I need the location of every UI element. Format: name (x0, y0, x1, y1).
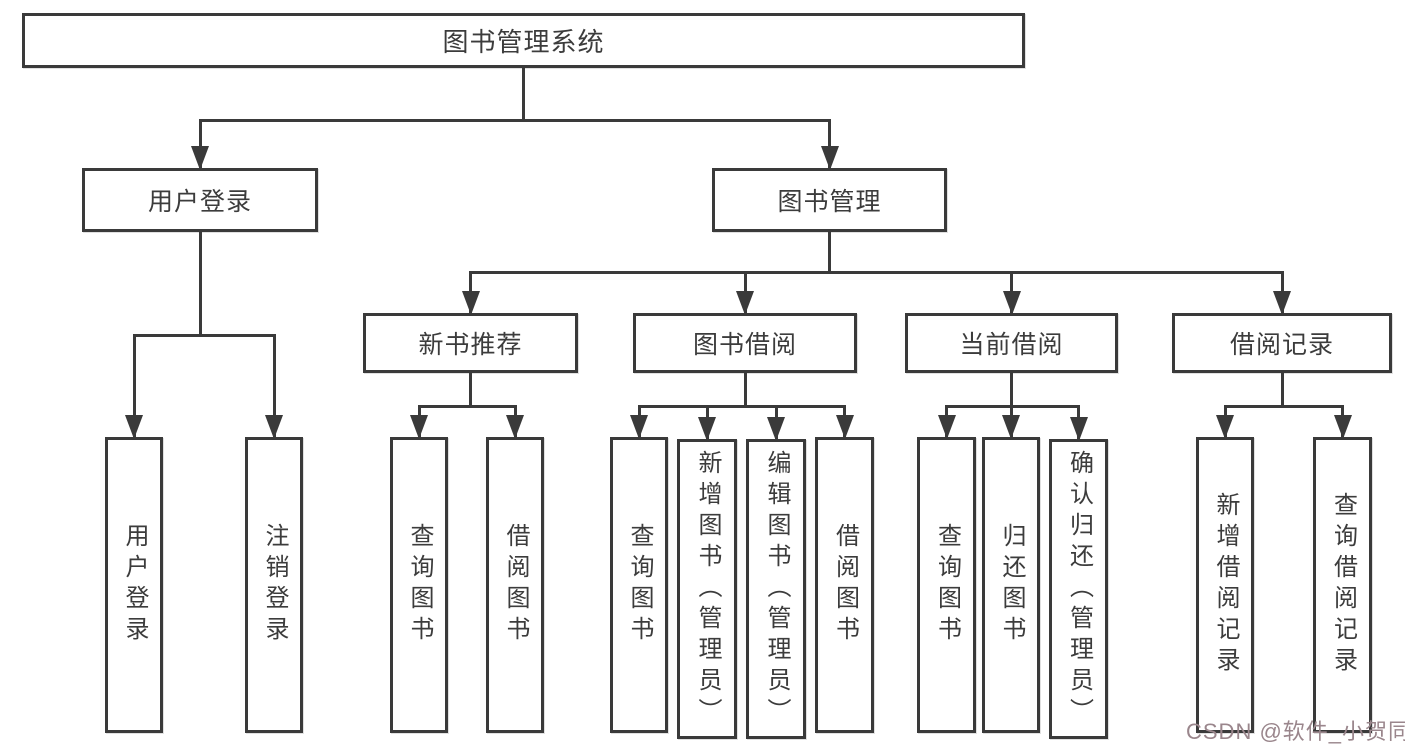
arrow-down-icon (1273, 291, 1291, 315)
arrow-down-icon (1002, 291, 1021, 315)
node-leaf-query-borrow-record: 查询借阅记录 (1313, 437, 1372, 733)
connector-line (132, 333, 276, 337)
node-leaf-logout: 注销登录 (245, 437, 303, 733)
node-label-leaf-query-book-b: 查询图书 (626, 523, 653, 647)
arrow-down-icon (461, 291, 480, 315)
node-book-borrowing: 图书借阅 (633, 313, 857, 373)
node-label-leaf-query-book-c: 查询图书 (933, 523, 961, 647)
arrow-down-icon (698, 417, 716, 441)
node-label-leaf-borrow-book-b: 借阅图书 (831, 523, 859, 647)
arrow-down-icon (937, 415, 956, 439)
connector-line (1223, 404, 1344, 408)
node-label-user-login: 用户登录 (147, 188, 252, 216)
node-leaf-add-borrow-record: 新增借阅记录 (1196, 437, 1254, 733)
node-label-leaf-edit-book-admin: 编辑图书（管理员） (763, 449, 790, 729)
node-leaf-confirm-return-admin: 确认归还（管理员） (1049, 439, 1108, 739)
arrow-down-icon (506, 415, 524, 439)
connector-line (828, 120, 831, 168)
connector-line (198, 232, 202, 335)
csdn-watermark: CSDN @软件_小贺同学 (1186, 719, 1405, 744)
node-leaf-return-book: 归还图书 (982, 437, 1040, 733)
node-new-book-recommend: 新书推荐 (363, 313, 578, 373)
node-label-borrowing-records: 借阅记录 (1229, 331, 1334, 359)
arrow-down-icon (191, 146, 209, 170)
connector-line (417, 404, 517, 408)
connector-line (198, 118, 831, 122)
connector-line (637, 404, 846, 408)
connector-line (272, 335, 276, 437)
connector-line (469, 270, 1284, 274)
arrow-down-icon (125, 415, 143, 439)
node-user-login: 用户登录 (82, 168, 318, 232)
node-label-library-system: 图书管理系统 (442, 27, 605, 57)
connector-line (743, 373, 747, 406)
arrow-down-icon (410, 415, 428, 439)
arrow-down-icon (835, 415, 854, 439)
node-leaf-query-book-c: 查询图书 (917, 437, 976, 733)
node-label-book-borrowing: 图书借阅 (692, 331, 797, 359)
node-book-management: 图书管理 (712, 168, 947, 232)
node-label-new-book-recommend: 新书推荐 (418, 331, 523, 359)
node-library-system: 图书管理系统 (22, 13, 1025, 68)
node-leaf-query-book-b: 查询图书 (610, 437, 668, 733)
node-borrowing-records: 借阅记录 (1172, 313, 1392, 373)
arrow-down-icon (820, 146, 839, 170)
arrow-down-icon (1216, 415, 1234, 439)
connector-line (828, 232, 831, 272)
node-label-leaf-query-book-a: 查询图书 (406, 523, 433, 647)
node-label-leaf-user-login: 用户登录 (121, 523, 148, 647)
node-leaf-query-book-a: 查询图书 (390, 437, 448, 733)
arrow-down-icon (265, 415, 283, 439)
connector-line (469, 373, 472, 406)
node-label-leaf-return-book: 归还图书 (998, 523, 1025, 647)
node-label-leaf-logout: 注销登录 (261, 523, 288, 647)
node-label-leaf-add-book-admin: 新增图书（管理员） (694, 449, 721, 729)
node-label-book-management: 图书管理 (777, 188, 882, 216)
arrow-down-icon (736, 291, 754, 315)
arrow-down-icon (1002, 415, 1020, 439)
node-label-leaf-add-borrow-record: 新增借阅记录 (1212, 492, 1239, 678)
arrow-down-icon (1069, 417, 1088, 441)
node-label-current-borrowing: 当前借阅 (959, 331, 1064, 359)
connector-line (522, 68, 525, 120)
arrow-down-icon (630, 415, 648, 439)
arrow-down-icon (767, 417, 785, 441)
connector-line (945, 404, 1080, 408)
arrow-down-icon (1333, 415, 1352, 439)
node-leaf-edit-book-admin: 编辑图书（管理员） (746, 439, 806, 739)
node-current-borrowing: 当前借阅 (905, 313, 1118, 373)
node-leaf-add-book-admin: 新增图书（管理员） (677, 439, 737, 739)
node-leaf-borrow-book-a: 借阅图书 (486, 437, 544, 733)
node-label-leaf-confirm-return-admin: 确认归还（管理员） (1065, 449, 1093, 729)
connector-line (198, 120, 202, 168)
node-leaf-borrow-book-b: 借阅图书 (815, 437, 874, 733)
node-label-leaf-borrow-book-a: 借阅图书 (502, 523, 529, 647)
node-leaf-user-login: 用户登录 (105, 437, 163, 733)
connector-line (1280, 373, 1284, 406)
node-label-leaf-query-borrow-record: 查询借阅记录 (1329, 492, 1357, 678)
connector-line (1010, 373, 1013, 406)
connector-line (132, 335, 136, 437)
